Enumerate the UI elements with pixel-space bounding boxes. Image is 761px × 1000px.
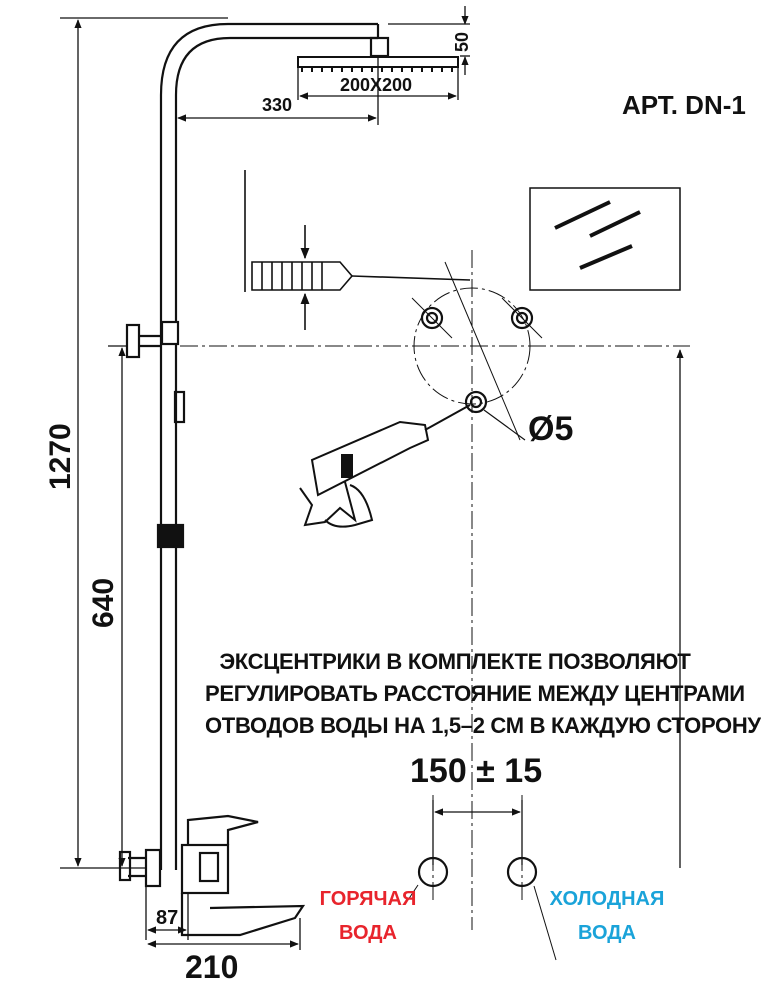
- centerlines: [180, 250, 690, 930]
- dim-mixer-height: 640: [87, 578, 120, 628]
- dim-total-height: 1270: [44, 423, 77, 490]
- cold-water-line2: ВОДА: [578, 922, 636, 944]
- dim-spout-length: 210: [185, 949, 238, 985]
- dimension-lines: [60, 6, 684, 950]
- hot-water-line2: ВОДА: [339, 922, 397, 944]
- note-line: ОТВОДОВ ВОДЫ НА 1,5–2 СМ В КАЖДУЮ СТОРОН…: [205, 713, 761, 738]
- dim-arm-reach: 330: [262, 95, 292, 115]
- bath-mixer: [118, 814, 306, 937]
- hot-water-line1: ГОРЯЧАЯ: [319, 888, 417, 910]
- dim-drill-diameter: Ø5: [528, 410, 573, 448]
- screws-kit-box: [529, 187, 681, 291]
- shower-column: [159, 22, 390, 870]
- center-distance-label: 150 ± 15: [410, 752, 543, 790]
- cold-water-label: ХОЛОДНАЯ ВОДА: [542, 882, 672, 950]
- drill-icon: [299, 404, 471, 528]
- eccentric-note: ЭКСЦЕНТРИКИ В КОМПЛЕКТЕ ПОЗВОЛЯЮТ РЕГУЛИ…: [205, 646, 761, 742]
- wall-bracket: [125, 320, 180, 359]
- mounting-holes: [411, 261, 543, 441]
- dim-head-size: 200X200: [340, 75, 412, 95]
- article-number: АРТ. DN-1: [622, 90, 746, 120]
- note-line: ЭКСЦЕНТРИКИ В КОМПЛЕКТЕ ПОЗВОЛЯЮТ: [219, 649, 691, 674]
- dim-spout-depth: 87: [156, 907, 178, 929]
- note-line: РЕГУЛИРОВАТЬ РАССТОЯНИЕ МЕЖДУ ЦЕНТРАМИ: [205, 681, 745, 706]
- water-outlets: [407, 856, 557, 961]
- cold-water-line1: ХОЛОДНАЯ: [549, 888, 665, 910]
- hand-shower-slider: [156, 390, 186, 549]
- wall-anchor: [244, 170, 471, 330]
- hot-water-label: ГОРЯЧАЯ ВОДА: [318, 882, 418, 950]
- dim-head-height: 50: [452, 32, 472, 52]
